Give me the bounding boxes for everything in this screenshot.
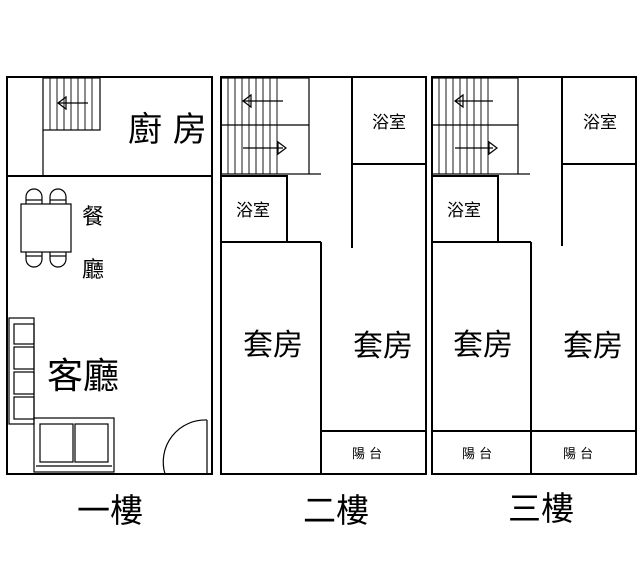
room-label-bath-top: 浴室	[583, 113, 617, 133]
room-label-dining-2: 廳	[82, 258, 104, 283]
room-label-suite-right: 套房	[353, 329, 413, 364]
floor-2-plan: 浴室 浴室 套房 套房 陽 台	[220, 76, 427, 475]
floor-1-plan: 廚 房 餐 廳 客廳	[6, 76, 213, 475]
floor-2-outline	[220, 76, 427, 475]
dining-table-icon	[20, 188, 72, 268]
floor-title-3: 三樓	[508, 489, 574, 528]
floor-2-staircase	[220, 77, 321, 175]
sofa-icon	[8, 317, 115, 473]
room-label-bath-top: 浴室	[372, 113, 406, 133]
floor-title-2: 二樓	[303, 491, 369, 530]
room-label-balcony-left: 陽 台	[462, 447, 492, 462]
floor-3-outline	[431, 76, 637, 475]
floor-1-outline	[6, 76, 213, 475]
entrance-door-icon	[162, 419, 208, 475]
room-label-suite-left: 套房	[453, 328, 513, 363]
room-label-living: 客廳	[47, 356, 119, 397]
room-label-suite-left: 套房	[243, 328, 303, 363]
floor-3-plan: 浴室 浴室 套房 套房 陽 台 陽 台	[431, 76, 637, 475]
floor-1-staircase	[42, 77, 101, 131]
room-label-balcony-right: 陽 台	[563, 447, 593, 462]
room-label-suite-right: 套房	[563, 329, 623, 364]
room-label-kitchen: 廚 房	[128, 110, 207, 150]
floor-title-1: 一樓	[77, 491, 143, 530]
room-label-dining-1: 餐	[82, 205, 104, 230]
floor-3-staircase	[431, 77, 530, 175]
room-label-bath-left: 浴室	[447, 201, 481, 221]
room-label-balcony: 陽 台	[352, 447, 382, 462]
room-label-bath-left: 浴室	[236, 201, 270, 221]
